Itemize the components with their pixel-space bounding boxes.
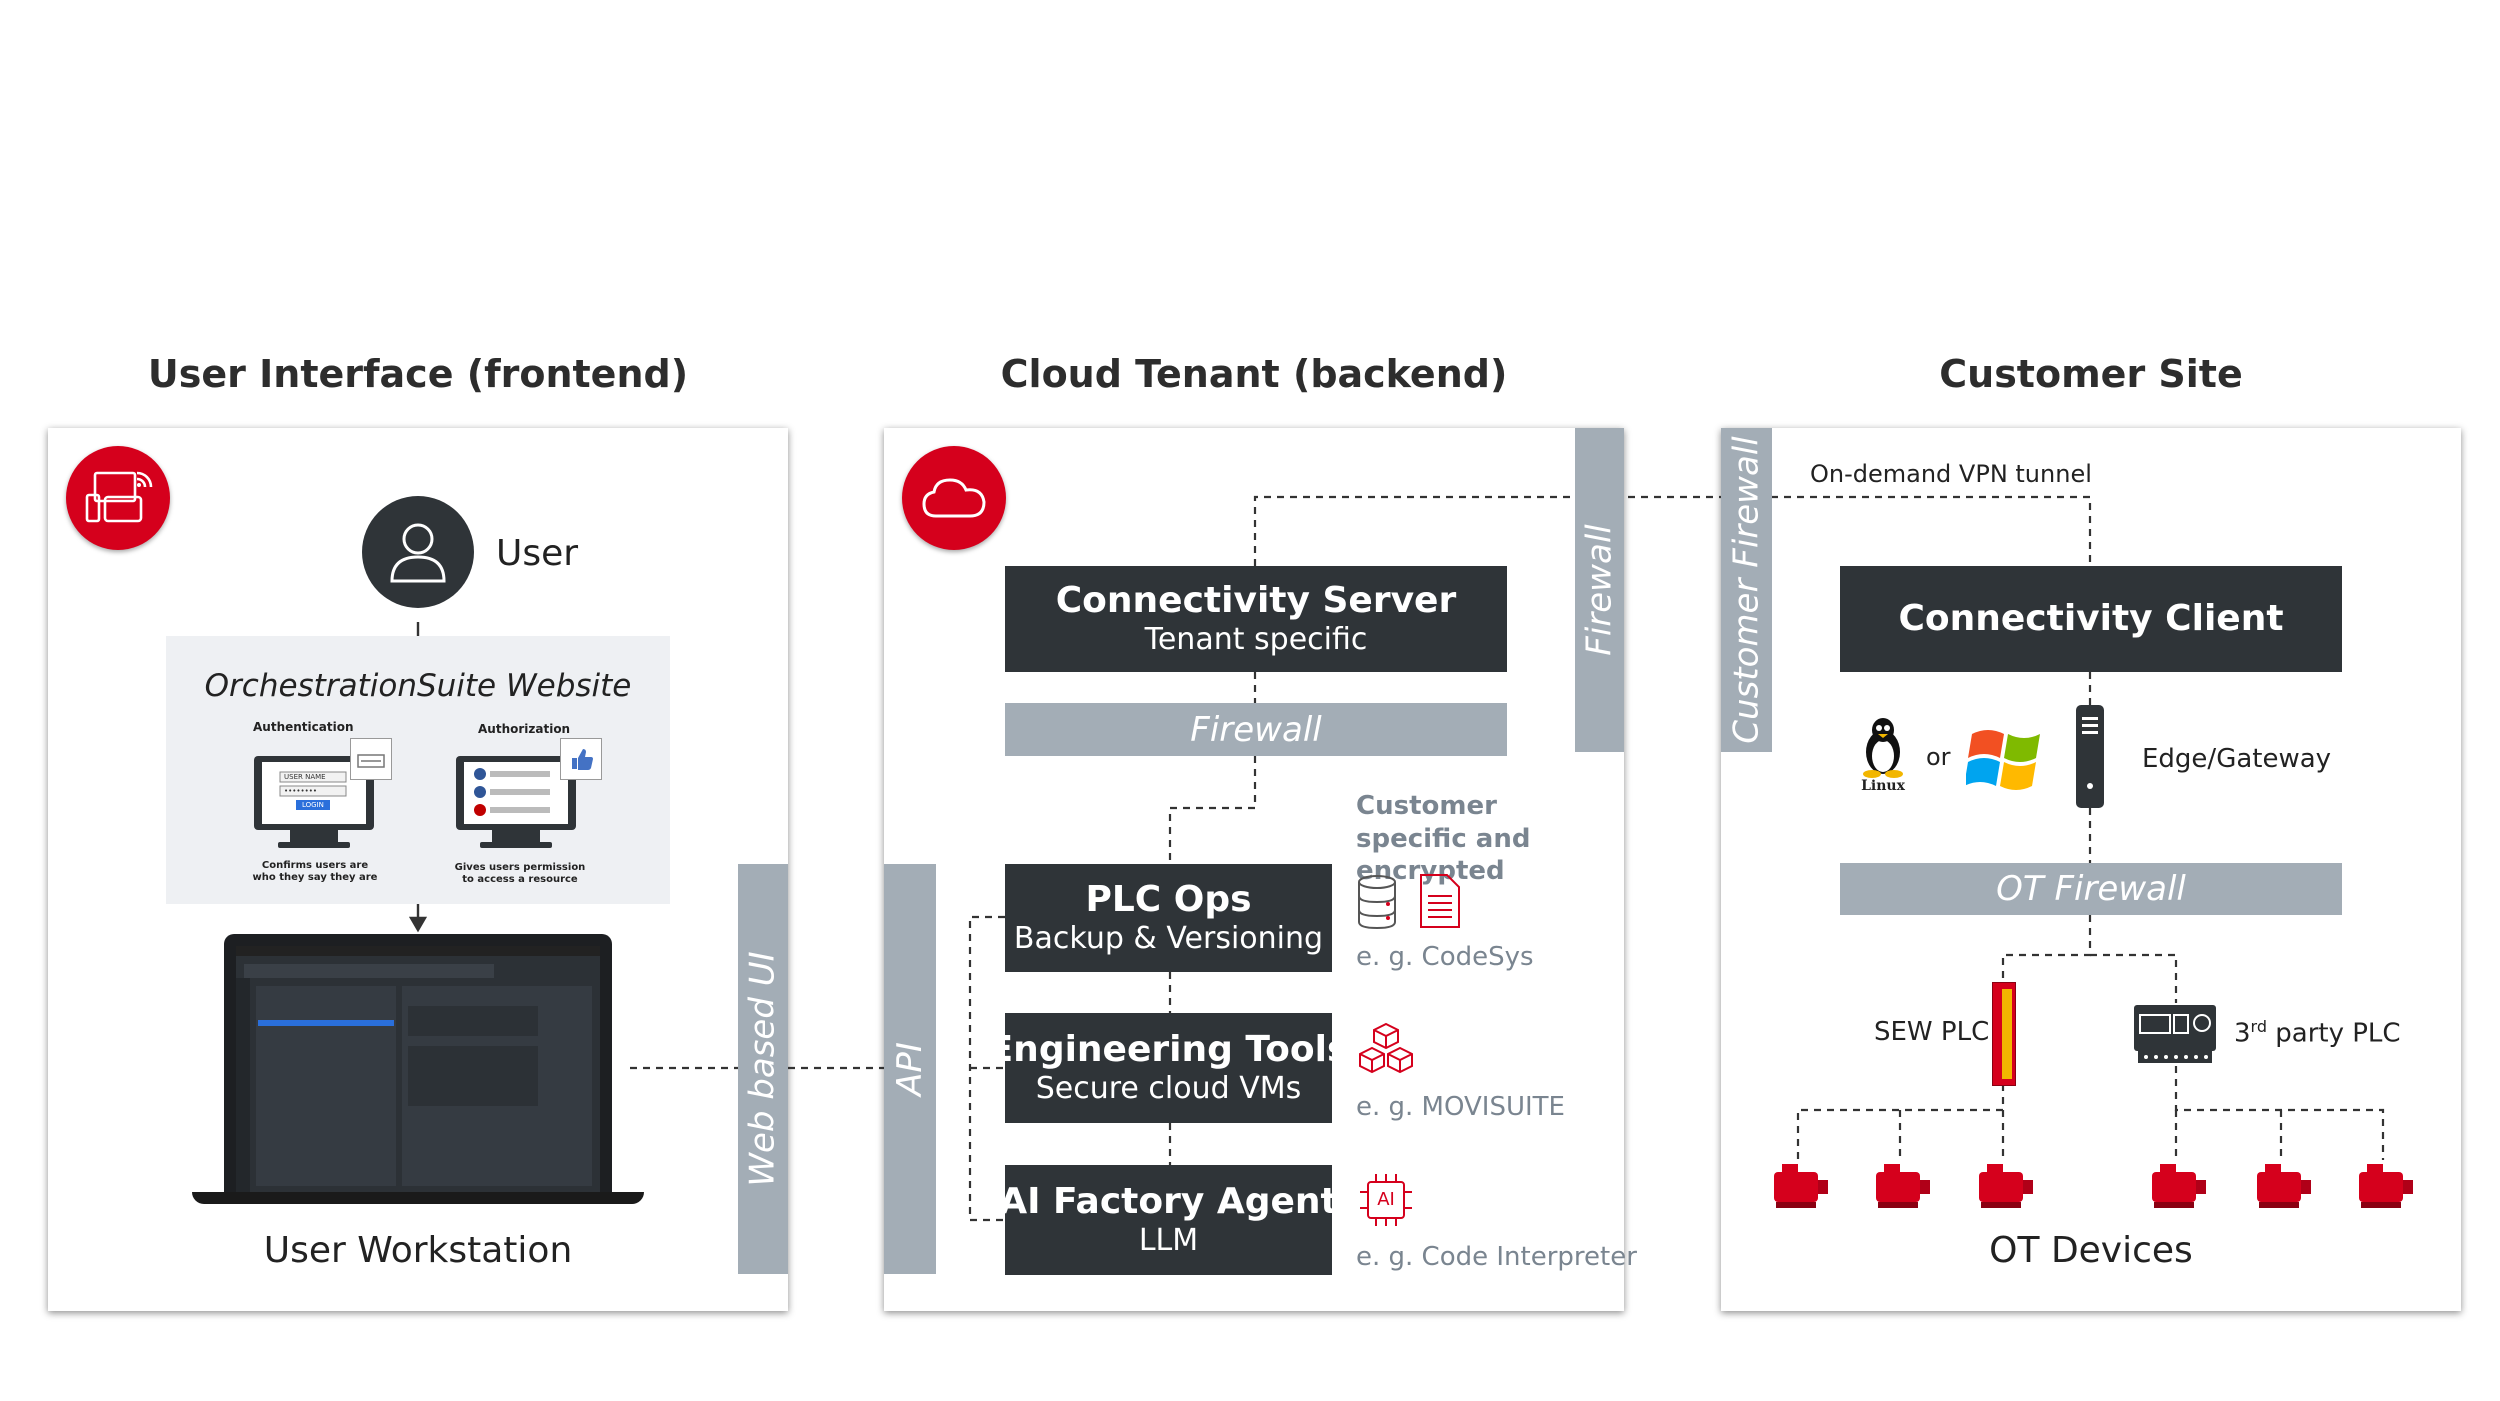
- login-password: ••••••••: [284, 787, 318, 795]
- ai-chip-icon: AI: [1356, 1170, 1416, 1230]
- customer-title: Customer Site: [1939, 352, 2243, 396]
- vpn-label: On-demand VPN tunnel: [1806, 460, 2096, 488]
- edge-gateway-icon: [2076, 705, 2104, 808]
- sew-plc-label: SEW PLC: [1874, 1017, 1990, 1047]
- backend-firewall-bar: Firewall: [1005, 703, 1507, 756]
- motor-icon: [1768, 1160, 1830, 1217]
- ai-agent-example: e. g. Code Interpreter: [1356, 1242, 1637, 1272]
- api-bar: API: [884, 864, 936, 1274]
- eng-tools-example: e. g. MOVISUITE: [1356, 1092, 1565, 1122]
- ai-chip-text: AI: [1377, 1189, 1395, 1210]
- thumbs-up-icon: [560, 738, 602, 780]
- connectivity-client-box: Connectivity Client: [1840, 566, 2342, 672]
- cloud-icon: [902, 446, 1006, 550]
- third-party-sup: rd: [2250, 1017, 2267, 1036]
- engineering-tools-box: Engineering Tools Secure cloud VMs: [989, 1013, 1348, 1123]
- devices-icon: [66, 446, 170, 550]
- web-ui-bar: Web based UI: [738, 864, 788, 1274]
- frontend-title: User Interface (frontend): [147, 352, 689, 396]
- user-avatar-icon: [362, 496, 474, 608]
- plc-ops-box: PLC Ops Backup & Versioning: [1005, 864, 1332, 972]
- windows-icon: [1964, 722, 2046, 797]
- document-icon: [1418, 872, 1462, 935]
- auth-heading: Authentication: [253, 720, 354, 734]
- encrypted-note: Customer specific and encrypted: [1356, 791, 1531, 886]
- authz-caption: Gives users permission to access a resou…: [454, 862, 586, 885]
- motor-icon: [2146, 1160, 2208, 1217]
- backend-firewall-vertical: Firewall: [1575, 428, 1624, 752]
- cubes-icon: [1354, 1022, 1418, 1083]
- auth-lock-icon: [350, 738, 392, 780]
- laptop-base: [192, 1192, 644, 1204]
- motor-icon: [1973, 1160, 2035, 1217]
- ot-firewall-bar: OT Firewall: [1840, 863, 2342, 915]
- backend-title: Cloud Tenant (backend): [1000, 352, 1508, 396]
- edge-gateway-label: Edge/Gateway: [2142, 744, 2332, 774]
- third-party-plc-icon: [2132, 1003, 2218, 1066]
- motor-icon: [2353, 1160, 2415, 1217]
- login-button: LOGIN: [302, 801, 324, 809]
- connectivity-server-box: Connectivity Server Tenant specific: [1005, 566, 1507, 672]
- authz-monitor: [452, 748, 580, 856]
- user-label: User: [496, 533, 579, 574]
- ot-devices-label: OT Devices: [1989, 1230, 2193, 1271]
- workstation-label: User Workstation: [263, 1230, 573, 1271]
- ai-agent-box: AI Factory Agent LLM: [999, 1165, 1338, 1275]
- linux-icon: Linux: [1858, 716, 1908, 794]
- auth-monitor: USER NAME •••••••• LOGIN: [250, 748, 378, 856]
- sew-plc-icon: [1992, 982, 2016, 1086]
- customer-firewall-bar: Customer Firewall: [1721, 428, 1772, 752]
- or-label: or: [1926, 743, 1951, 771]
- login-username: USER NAME: [284, 773, 326, 781]
- database-icon: [1356, 874, 1398, 935]
- motor-icon: [2251, 1160, 2313, 1217]
- laptop-screen: [224, 934, 612, 1196]
- plc-ops-example: e. g. CodeSys: [1356, 942, 1534, 972]
- third-party-plc-label: 3rd party PLC: [2234, 1017, 2401, 1049]
- website-title: OrchestrationSuite Website: [204, 668, 632, 704]
- motor-icon: [1870, 1160, 1932, 1217]
- linux-label: Linux: [1861, 778, 1905, 794]
- auth-caption: Confirms users are who they say they are: [252, 860, 378, 883]
- authz-heading: Authorization: [478, 722, 571, 736]
